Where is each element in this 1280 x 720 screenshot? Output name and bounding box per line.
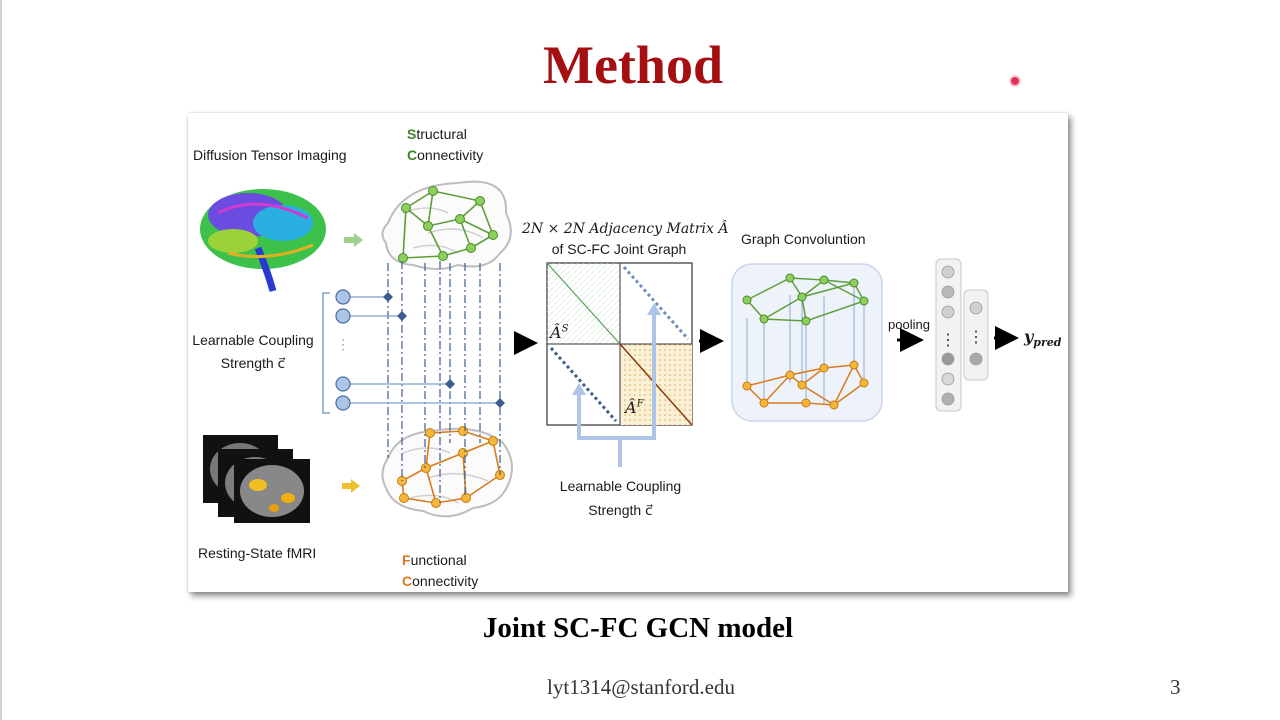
graph-convolution-box: [731, 263, 883, 422]
matrix-title: 2N × 2N Adjacency Matrix Â of SC-FC Join…: [522, 221, 729, 257]
fmri-slices-image: [203, 435, 310, 523]
sc-label: Structural Connectivity: [407, 126, 484, 163]
svg-text:⋮: ⋮: [968, 329, 984, 346]
coupling-left-label: Learnable Coupling Strength c⃗: [192, 332, 314, 371]
fc-label: Functional Connectivity: [402, 552, 479, 589]
pooling-label: pooling: [888, 317, 930, 332]
fmri-label: Resting-State fMRI: [198, 545, 317, 561]
matrix-as-label: ÂS: [550, 323, 569, 342]
fc-brain-graph: [381, 426, 513, 518]
dti-brain-image: [198, 181, 333, 293]
coupling-bottom-label: Learnable Coupling Strength c⃗: [559, 478, 682, 518]
figure-caption: Joint SC-FC GCN model: [482, 612, 794, 644]
coupling-nodes: ⋮: [322, 289, 505, 414]
output-label: ypred: [1024, 327, 1062, 350]
matrix-af-label: ÂF: [625, 398, 644, 417]
fmri-arrow-icon: [351, 479, 360, 493]
method-figure: ⋮: [188, 113, 1068, 592]
gc-label: Graph Convoluntion: [741, 231, 866, 247]
svg-text:⋮: ⋮: [336, 336, 350, 352]
slide-title: Method: [543, 35, 723, 95]
dti-arrow-icon: [354, 233, 363, 247]
feature-vectors: ⋮ ⋮: [935, 258, 989, 412]
page-number: 3: [1170, 675, 1181, 699]
coupling-lines: [387, 261, 501, 503]
dti-label: Diffusion Tensor Imaging: [193, 147, 347, 163]
method-diagram-svg: ⋮: [198, 180, 1019, 523]
laser-pointer-dot: [1011, 77, 1019, 85]
adjacency-matrix: [546, 262, 693, 467]
author-email: lyt1314@stanford.edu: [547, 675, 735, 699]
svg-text:⋮: ⋮: [940, 332, 956, 349]
sc-brain-graph: [381, 180, 512, 270]
